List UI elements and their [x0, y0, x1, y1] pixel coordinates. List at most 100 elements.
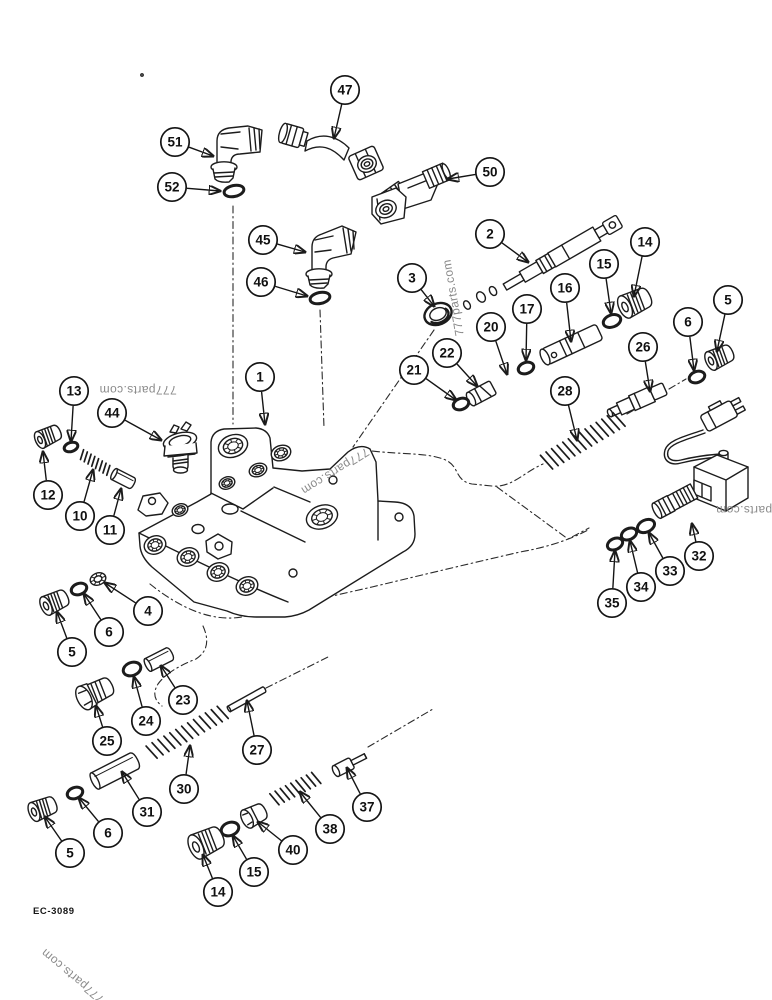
spring-38 — [268, 771, 322, 806]
callout-2: 2 — [474, 218, 528, 262]
leader-arrow — [79, 798, 99, 822]
balloon-number: 51 — [167, 135, 183, 150]
leader-arrow — [526, 323, 527, 360]
assembly-centerlines — [149, 205, 687, 748]
leader-arrow — [501, 242, 528, 262]
balloon-number: 37 — [359, 800, 374, 815]
callout-24: 24 — [130, 677, 162, 737]
balloon-circle — [58, 375, 90, 407]
watermark: 777parts.com — [38, 946, 106, 1000]
balloon-number: 27 — [249, 743, 264, 758]
balloon-circle — [168, 773, 200, 805]
bolt-hole — [214, 541, 224, 551]
balloon-number: 1 — [256, 370, 264, 385]
balloon-circle — [398, 354, 430, 386]
leader-arrow — [134, 677, 143, 707]
callout-12: 12 — [32, 452, 64, 511]
leader-arrow — [567, 405, 577, 440]
balloon-number: 10 — [72, 509, 87, 524]
drawing-code: EC-3089 — [33, 906, 75, 917]
threaded-port — [171, 503, 189, 517]
balloon-number: 5 — [724, 293, 732, 308]
callout-32: 32 — [683, 524, 715, 572]
leader-arrow — [45, 817, 62, 842]
leader-arrow — [186, 746, 190, 775]
threaded-port — [217, 433, 249, 459]
balloon-circle — [92, 817, 124, 849]
balloon-circle — [351, 791, 383, 823]
leader-arrow — [634, 256, 643, 296]
hex-plug-25 — [75, 677, 115, 711]
watermark: 777parts.com — [99, 383, 177, 397]
seal-ring-3 — [423, 301, 453, 327]
leader-arrow — [105, 583, 136, 604]
callout-30: 30 — [168, 746, 200, 805]
boss-bump — [191, 523, 205, 535]
leader-arrow — [83, 470, 93, 502]
threaded-port — [270, 444, 292, 462]
pin-23 — [143, 647, 175, 673]
callout-6: 6 — [79, 798, 124, 849]
wire-connector — [700, 396, 746, 432]
threaded-port — [176, 547, 200, 567]
plug-12 — [33, 424, 63, 450]
balloon-number: 25 — [99, 734, 115, 749]
balloon-number: 6 — [684, 315, 692, 330]
callout-4: 4 — [105, 583, 164, 627]
balloon-number: 17 — [519, 302, 534, 317]
balloon-circle — [32, 479, 64, 511]
pressure-switch — [162, 421, 198, 474]
threaded-port — [248, 462, 268, 478]
leader-arrow — [258, 822, 282, 842]
balloon-number: 22 — [439, 346, 454, 361]
o-ring-35 — [605, 536, 625, 552]
leader-arrow — [188, 146, 213, 156]
spool-bits — [462, 285, 498, 310]
callout-38: 38 — [300, 792, 346, 845]
balloon-number: 14 — [210, 885, 226, 900]
callout-45: 45 — [247, 224, 305, 256]
callout-6: 6 — [672, 306, 704, 370]
balloon-number: 2 — [486, 227, 494, 242]
spring-10 — [79, 448, 111, 477]
balloon-number: 3 — [408, 271, 416, 286]
balloon-number: 5 — [68, 645, 76, 660]
balloon-circle — [56, 636, 88, 668]
balloon-circle — [96, 397, 128, 429]
bolt-hole — [394, 512, 404, 522]
balloon-number: 33 — [662, 564, 678, 579]
leader-arrow — [495, 340, 507, 374]
balloon-number: 21 — [406, 363, 422, 378]
balloon-circle — [627, 331, 659, 363]
o-ring-13 — [62, 440, 80, 454]
balloon-number: 26 — [635, 340, 651, 355]
leader-arrow — [613, 551, 615, 589]
leader-arrow — [456, 363, 477, 386]
balloon-number: 30 — [176, 782, 191, 797]
balloon-circle — [238, 856, 270, 888]
balloon-circle — [474, 218, 506, 250]
callout-47: 47 — [329, 74, 361, 138]
callout-5: 5 — [712, 284, 744, 351]
balloon-circle — [629, 226, 661, 258]
balloon-number: 23 — [175, 693, 191, 708]
spool-valve — [502, 214, 623, 291]
leader-arrow — [57, 612, 68, 639]
balloon-number: 47 — [337, 83, 352, 98]
balloon-number: 31 — [139, 805, 155, 820]
leader-arrow — [186, 188, 220, 191]
callout-31: 31 — [122, 772, 163, 828]
leader-arrow — [233, 836, 247, 860]
leader-arrow — [247, 701, 255, 736]
plug-5-lower — [27, 796, 58, 823]
balloon-number: 4 — [144, 604, 152, 619]
callout-10: 10 — [64, 470, 94, 532]
balloon-circle — [131, 796, 163, 828]
balloon-number: 50 — [482, 165, 497, 180]
plug-5-upper — [704, 344, 735, 372]
threaded-port — [218, 476, 236, 490]
balloon-number: 14 — [637, 235, 653, 250]
callout-15: 15 — [233, 836, 270, 888]
